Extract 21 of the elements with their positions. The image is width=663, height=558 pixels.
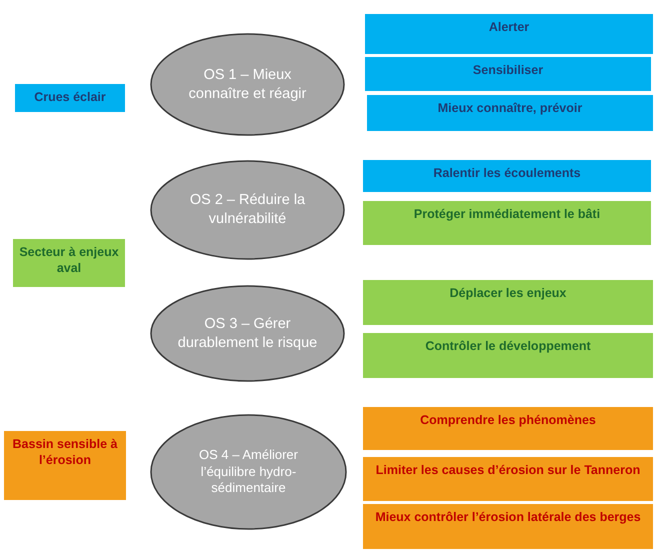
objective-ellipse [150, 285, 345, 382]
action-box: Protéger immédiatement le bâti [363, 201, 651, 245]
action-box: Mieux contrôler l’érosion latérale des berges [363, 504, 653, 549]
objective-ellipse [150, 160, 345, 260]
action-box: Comprendre les phénomènes [363, 407, 653, 450]
category-box: Secteur à enjeux aval [13, 239, 125, 287]
action-box: Limiter les causes d’érosion sur le Tanneron [363, 457, 653, 501]
action-box: Sensibiliser [365, 57, 651, 91]
objective-title: OS 3 – Gérer durablement le risque [176, 314, 318, 352]
objective-ellipse [150, 33, 345, 136]
objective-title: OS 1 – Mieux connaître et réagir [188, 66, 308, 104]
objective-title: OS 2 – Réduire la vulnérabilité [188, 191, 306, 229]
objective-ellipse [150, 414, 347, 530]
action-box: Ralentir les écoulements [363, 160, 651, 192]
category-box: Bassin sensible à l’érosion [4, 431, 126, 500]
action-box: Déplacer les enjeux [363, 280, 653, 325]
action-box: Contrôler le développement [363, 333, 653, 378]
category-box: Crues éclair [15, 84, 125, 112]
objective-title: OS 4 – Améliorer l’équilibre hydro-sédimentaire [198, 446, 299, 498]
action-box: Mieux connaître, prévoir [367, 95, 653, 131]
action-box: Alerter [365, 14, 653, 54]
